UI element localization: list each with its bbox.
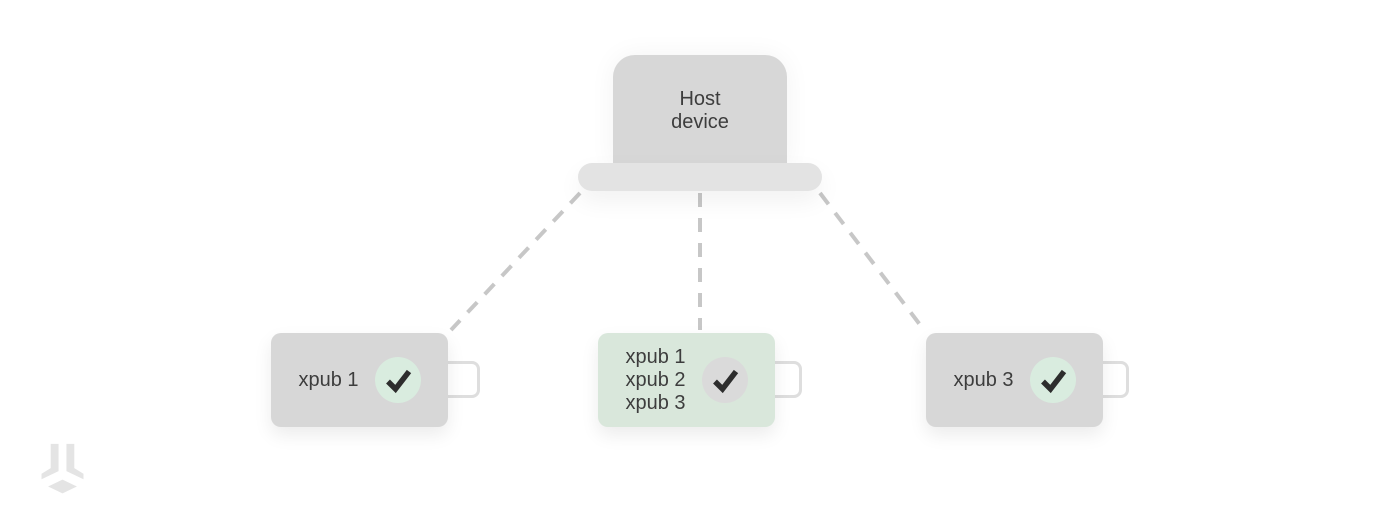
check-icon xyxy=(385,369,411,394)
hardware-wallet-2: xpub 1 xpub 2 xpub 3 xyxy=(598,333,775,427)
check-icon xyxy=(1040,369,1066,394)
host-device-label-line1: Host xyxy=(679,88,721,110)
hardware-wallet-1: xpub 1 xyxy=(271,333,448,427)
check-icon xyxy=(712,369,738,394)
hardware-wallet-3: xpub 3 xyxy=(926,333,1103,427)
host-device-base xyxy=(578,163,822,191)
device-2-label-line2: xpub 2 xyxy=(625,368,686,391)
bitbox-logo xyxy=(41,443,84,494)
check-badge-1 xyxy=(374,357,421,403)
device-3-labels: xpub 3 xyxy=(953,369,1013,392)
device-1-labels: xpub 1 xyxy=(298,369,358,392)
device-3-label: xpub 3 xyxy=(953,368,1014,391)
device-2-label-line3: xpub 3 xyxy=(625,391,686,414)
device-1-label: xpub 1 xyxy=(298,368,359,391)
check-badge-3 xyxy=(1029,357,1076,403)
device-2-label-line1: xpub 1 xyxy=(625,345,686,368)
host-device-label-line2: device xyxy=(671,111,729,133)
device-2-labels: xpub 1 xpub 2 xpub 3 xyxy=(625,346,685,415)
check-badge-2 xyxy=(701,357,748,403)
connection-line-right xyxy=(818,191,926,332)
connection-line-left xyxy=(449,191,582,332)
host-device: Host device xyxy=(613,55,787,167)
